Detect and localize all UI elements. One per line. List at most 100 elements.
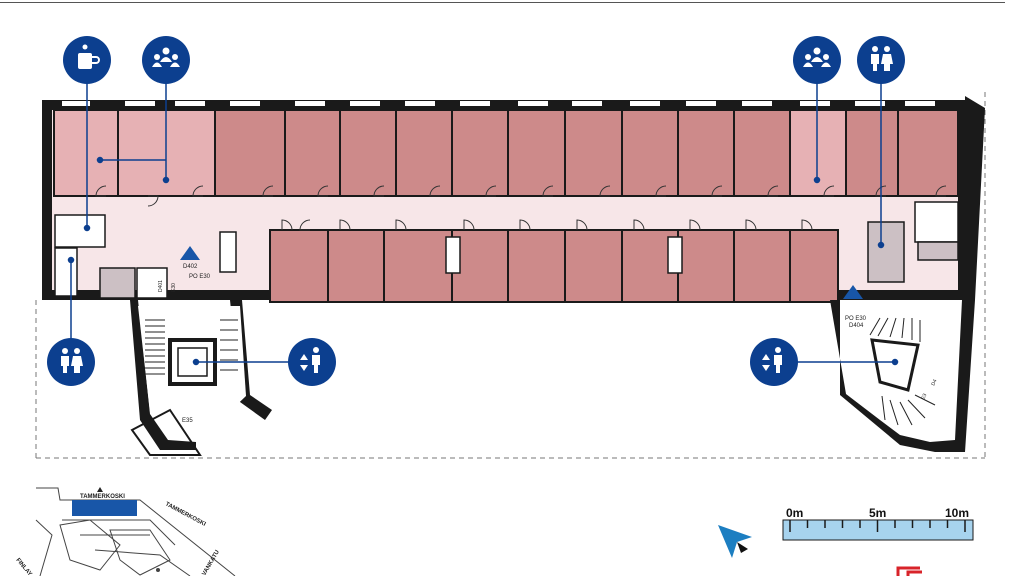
top-divider <box>0 2 1005 3</box>
minimap-current-building <box>72 500 137 516</box>
group-icon <box>803 47 831 67</box>
room-top-8[interactable] <box>507 109 566 197</box>
stair-right-small2: E3 <box>920 393 928 401</box>
door-swings <box>95 185 947 231</box>
poi-group-room-left[interactable] <box>142 36 190 84</box>
stair-right-small: D4 <box>930 378 938 387</box>
room-top-10[interactable] <box>621 109 679 197</box>
stairwell-left-lower <box>130 408 202 456</box>
stairwell-right <box>830 300 975 452</box>
poi-elevator-left[interactable] <box>288 338 336 386</box>
poi-toilet-left[interactable] <box>47 338 95 386</box>
poi-group-room-right[interactable] <box>793 36 841 84</box>
room-bottom-5[interactable] <box>507 229 566 303</box>
stair-left-small2: E30 <box>171 283 177 292</box>
door-swing <box>485 185 497 197</box>
door-swing <box>262 185 274 197</box>
door-swing <box>339 219 351 231</box>
room-bottom-8[interactable] <box>677 229 735 303</box>
north-arrow-icon <box>718 525 752 558</box>
scale-bar-ticks <box>789 520 966 532</box>
rooms-top-row <box>53 109 959 197</box>
poi-toilet-right[interactable] <box>857 36 905 84</box>
room-top-15[interactable] <box>897 109 959 197</box>
door-swing <box>542 185 554 197</box>
minimap-blocks <box>59 519 171 576</box>
door-swing <box>317 185 329 197</box>
room-bottom-10[interactable] <box>789 229 839 303</box>
door-swing <box>192 185 204 197</box>
stairwell-left <box>118 300 272 456</box>
service-room-left-lift <box>136 267 168 299</box>
door-swing <box>767 185 779 197</box>
room-top-14[interactable] <box>845 109 899 197</box>
poi-cafe[interactable] <box>63 36 111 84</box>
room-top-6[interactable] <box>395 109 453 197</box>
service-room-right-top <box>914 201 959 243</box>
door-swing <box>823 185 835 197</box>
service-room-left-bottom <box>54 247 78 297</box>
minimap-label-top: TAMMERKOSKI <box>80 494 125 500</box>
room-top-9[interactable] <box>564 109 623 197</box>
room-top-3[interactable] <box>214 109 286 197</box>
scale-bar: 0m 5m 10m <box>782 506 974 541</box>
service-room-left-top <box>54 214 106 248</box>
stair-left-bottom: E35 <box>182 418 193 424</box>
room-bottom-4[interactable] <box>451 229 509 303</box>
room-bottom-3[interactable] <box>383 229 453 303</box>
scale-label-0m: 0m <box>786 506 803 520</box>
service-shaft-1 <box>219 231 237 273</box>
poi-elevator-right[interactable] <box>750 338 798 386</box>
door-swing <box>147 195 159 207</box>
restroom-icon <box>61 348 83 373</box>
stairwell-right-wall <box>830 300 975 452</box>
door-swing <box>633 219 645 231</box>
door-swing <box>801 219 813 231</box>
door-swing <box>281 219 293 231</box>
room-top-1[interactable] <box>53 109 119 197</box>
room-top-4[interactable] <box>284 109 341 197</box>
minimap-roads <box>35 487 236 576</box>
entrance-markers: D402 PO E30 D401 E30 E35 PO E30 D404 D4 … <box>158 246 939 424</box>
door-swing <box>711 185 723 197</box>
door-swing <box>576 219 588 231</box>
room-bottom-9[interactable] <box>733 229 791 303</box>
door-swing <box>935 185 947 197</box>
minimap-entrance <box>97 487 103 492</box>
service-room-right-wc <box>867 221 905 283</box>
stairwell-left-steps <box>145 319 238 375</box>
group-icon <box>152 47 180 67</box>
door-swing <box>689 219 701 231</box>
stair-right-code: D404 <box>849 323 864 329</box>
entrance-marker-left <box>180 246 200 260</box>
brand-logo-icon <box>896 566 922 576</box>
door-swing <box>875 185 887 197</box>
elevator-icon <box>300 347 320 373</box>
service-room-left-wc <box>99 267 136 299</box>
room-top-5[interactable] <box>339 109 397 197</box>
entrance-marker-right <box>843 285 863 299</box>
service-shaft-3 <box>667 236 683 274</box>
rooms-bottom-row <box>269 229 839 303</box>
room-bottom-1[interactable] <box>269 229 329 303</box>
room-top-11[interactable] <box>677 109 735 197</box>
scale-label-5m: 5m <box>869 506 886 520</box>
stair-left-po: PO E30 <box>189 274 211 280</box>
service-room-right-mid <box>917 241 959 261</box>
window-strips <box>62 101 935 106</box>
coffee-cup-icon <box>78 44 100 69</box>
door-swing <box>429 185 441 197</box>
door-swing <box>519 219 531 231</box>
door-swing <box>95 185 107 197</box>
door-swing <box>745 219 757 231</box>
stair-left-small: D401 <box>158 280 164 292</box>
room-top-7[interactable] <box>451 109 509 197</box>
map-guides <box>35 92 986 459</box>
room-top-12[interactable] <box>733 109 791 197</box>
door-swing <box>395 219 407 231</box>
room-top-13[interactable] <box>789 109 847 197</box>
poi-connectors <box>67 80 899 366</box>
room-bottom-6[interactable] <box>564 229 623 303</box>
room-bottom-2[interactable] <box>327 229 385 303</box>
